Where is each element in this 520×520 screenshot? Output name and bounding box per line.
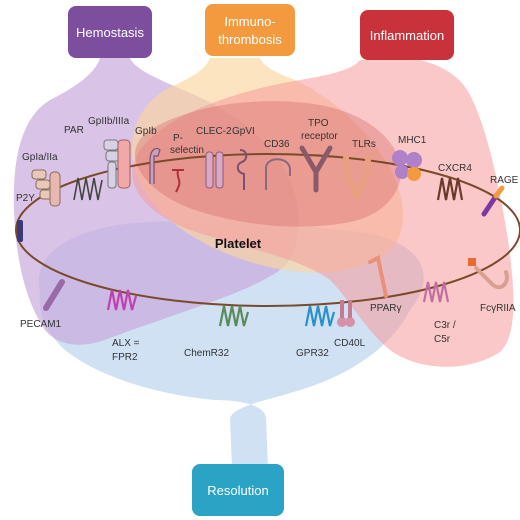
mhc1-label: MHC1 [398, 135, 427, 146]
resolution-box[interactable]: Resolution [192, 464, 284, 516]
cd40l-receptor-icon [337, 300, 355, 327]
p-selectin-label-1: P- [173, 133, 183, 144]
gpr32-label: GPR32 [296, 348, 329, 359]
ppar-receptor-icon [368, 255, 388, 298]
p2y-receptor-icon [17, 220, 23, 242]
immunothrombosis-label-2: thrombosis [218, 32, 282, 47]
cd36-label: CD36 [264, 139, 290, 150]
gpia-iia-label: GpIa/IIa [22, 152, 58, 163]
tpo-receptor-label-1: TPO [308, 118, 329, 129]
cd36-receptor-icon [265, 158, 291, 190]
clec2-receptor-icon [205, 151, 224, 189]
cxcr4-receptor-icon [436, 177, 464, 201]
cxcr4-label: CXCR4 [438, 163, 472, 174]
tpo-receptor-icon [299, 145, 333, 193]
platelet-label: Platelet [215, 236, 262, 251]
chemr32-label: ChemR32 [184, 348, 229, 359]
tpo-receptor-label-2: receptor [301, 131, 338, 142]
immunothrombosis-box[interactable]: Immuno- thrombosis [205, 4, 295, 56]
immunothrombosis-label-1: Immuno- [224, 14, 275, 29]
hemostasis-box[interactable]: Hemostasis [68, 6, 152, 58]
gpib-label: GpIb [135, 126, 157, 137]
c3r-label-2: C5r [434, 334, 451, 345]
inflammation-box[interactable]: Inflammation [360, 10, 454, 60]
hemostasis-label: Hemostasis [76, 25, 144, 40]
c3r-label-1: C3r / [434, 320, 456, 331]
chemr32-receptor-icon [218, 305, 250, 327]
pecam1-receptor-icon [43, 279, 65, 311]
fcgriia-label: FcγRIIA [480, 303, 516, 314]
gpr32-receptor-icon [304, 305, 336, 327]
gpiib-iiia-receptor-icon [103, 139, 131, 189]
gpiib-iiia-label: GpIIb/IIIa [88, 116, 130, 127]
platelet-membrane [15, 153, 520, 307]
p-selectin-receptor-icon [172, 169, 184, 193]
gpib-receptor-icon [149, 147, 161, 184]
mhc1-receptor-icon [392, 150, 422, 181]
alx-label-2: FPR2 [112, 352, 138, 363]
par-label: PAR [64, 125, 84, 136]
gpvi-label: GpVI [232, 126, 255, 137]
ppar-label: PPARγ [370, 303, 402, 314]
c3r-c5r-receptor-icon [422, 281, 450, 303]
rage-receptor-icon [481, 185, 505, 217]
rage-label: RAGE [490, 175, 519, 186]
alx-fpr2-receptor-icon [106, 289, 138, 311]
par-receptor-icon [73, 177, 103, 201]
pecam1-label: PECAM1 [20, 319, 62, 330]
tlrs-label: TLRs [352, 139, 376, 150]
p-selectin-label-2: selectin [170, 145, 204, 156]
resolution-label: Resolution [207, 483, 268, 498]
fcgriia-receptor-icon [468, 258, 509, 290]
gpvi-receptor-icon [236, 149, 248, 190]
gpia-iia-receptor-icon [31, 169, 61, 207]
cd40l-label: CD40L [334, 338, 366, 349]
inflammation-label: Inflammation [370, 28, 444, 43]
tlrs-receptor-icon [343, 155, 371, 199]
clec2-label: CLEC-2 [196, 126, 232, 137]
alx-label-1: ALX = [112, 338, 140, 349]
p2y-label: P2Y [16, 193, 35, 204]
